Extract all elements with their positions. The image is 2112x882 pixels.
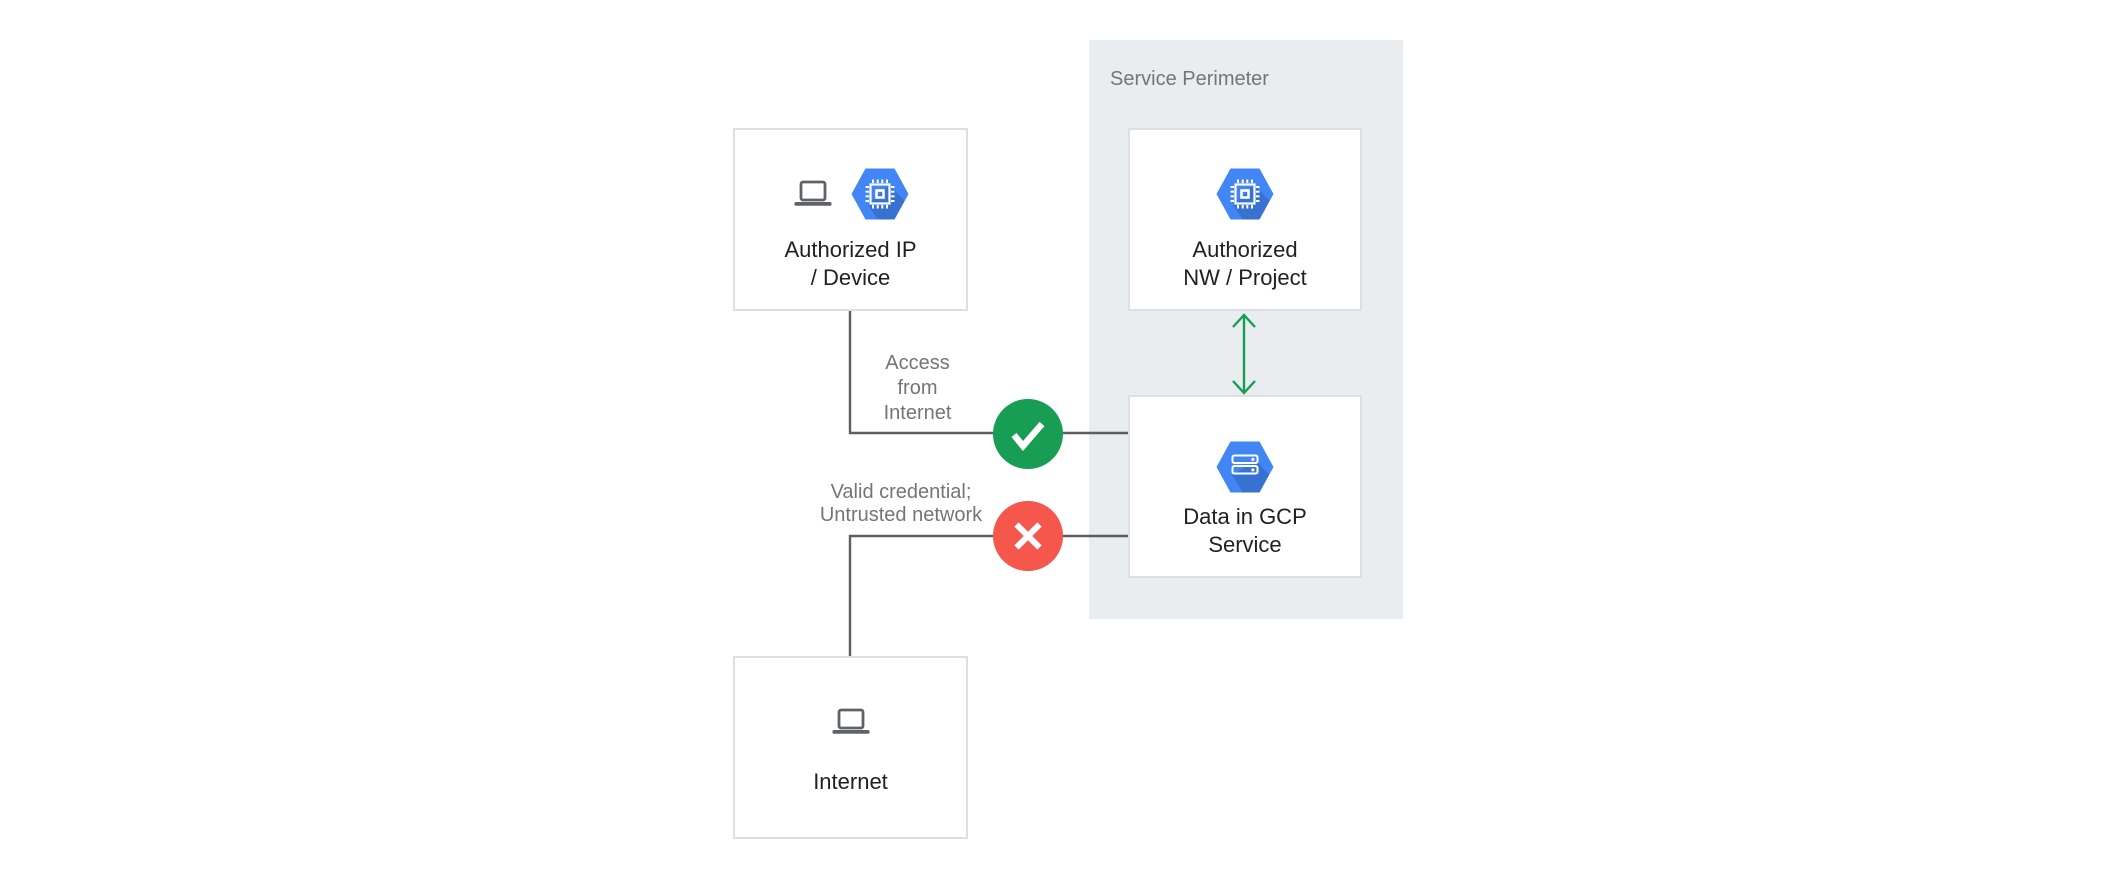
service-perimeter-label: Service Perimeter [1110, 68, 1269, 90]
laptop-icon [794, 180, 831, 206]
node-label: Authorized IP / Device [784, 237, 917, 290]
node-label: Authorized NW / Project [1183, 237, 1307, 290]
edge-label-valid-credential: Valid credential; Untrusted network [819, 481, 983, 526]
node-authorized-nw-project: Authorized NW / Project [1128, 128, 1362, 311]
node-label: Data in GCP Service [1183, 504, 1307, 557]
cross-icon [1014, 522, 1042, 550]
denied-path-line [848, 534, 1128, 656]
allowed-status-badge [993, 399, 1063, 469]
laptop-icon [832, 708, 869, 734]
icon-row [1216, 168, 1274, 220]
icon-row [831, 696, 871, 748]
icon-row [793, 168, 909, 220]
node-authorized-ip-device: Authorized IP / Device [733, 128, 968, 311]
node-data-in-gcp-service: Data in GCP Service [1128, 395, 1362, 578]
node-label: Internet [813, 769, 888, 794]
node-internet: Internet [733, 656, 968, 839]
compute-hexagon-icon [851, 168, 908, 220]
check-icon [1011, 421, 1045, 452]
edge-label-access-from-internet: Access from Internet [883, 352, 952, 424]
icon-row [1216, 441, 1274, 493]
storage-hexagon-icon [1216, 441, 1274, 493]
denied-status-badge [993, 501, 1063, 571]
compute-hexagon-icon [1216, 168, 1274, 220]
